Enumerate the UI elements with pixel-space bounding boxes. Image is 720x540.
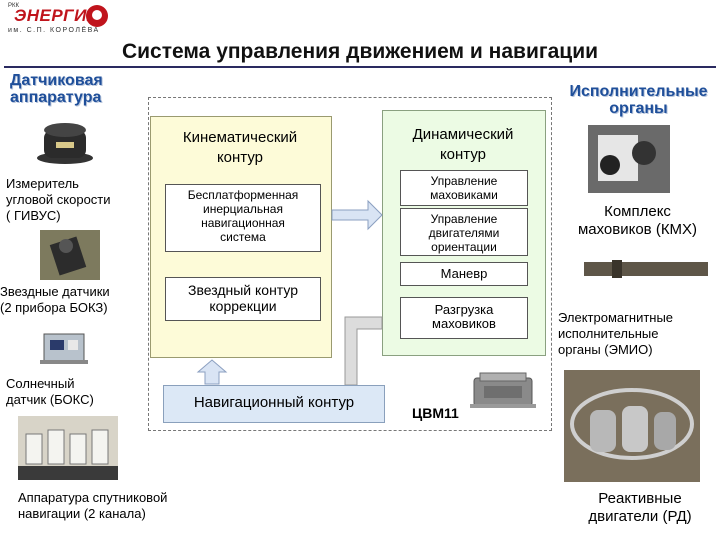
- gnss-equipment-icon: [18, 416, 118, 480]
- star-tracker-icon: [40, 230, 100, 280]
- reaction-wheel-icon: [588, 125, 670, 193]
- title-divider: [4, 66, 716, 68]
- arrow-nav-to-kin: [196, 359, 228, 385]
- logo-prefix: РКК: [8, 3, 19, 9]
- system-boundary: [148, 97, 552, 431]
- computer-icon: [470, 372, 536, 408]
- maneuver-block: Маневр: [400, 262, 528, 286]
- logo-emblem-icon: [86, 5, 108, 27]
- page-title: Система управления движением и навигации: [121, 40, 599, 63]
- gyro-unit-icon: [37, 123, 93, 164]
- arrow-kin-to-dyn: [331, 199, 383, 231]
- computer-label: ЦВМ11: [412, 405, 459, 421]
- star-tracker-label: Звездные датчики(2 прибора БОКЗ): [0, 284, 110, 315]
- navigation-contour-label: Навигационный контур: [193, 394, 355, 411]
- thruster-icon: [564, 370, 700, 482]
- logo-name: ЭНЕРГИЯ: [14, 6, 100, 25]
- sun-sensor-icon: [40, 333, 88, 364]
- connector-computer-to-dyn: [344, 316, 383, 386]
- navigation-contour-box: [163, 385, 385, 423]
- logo-subtitle: им. С.П. КОРОЛЁВА: [8, 27, 100, 34]
- magnetorquer-icon: [584, 260, 708, 278]
